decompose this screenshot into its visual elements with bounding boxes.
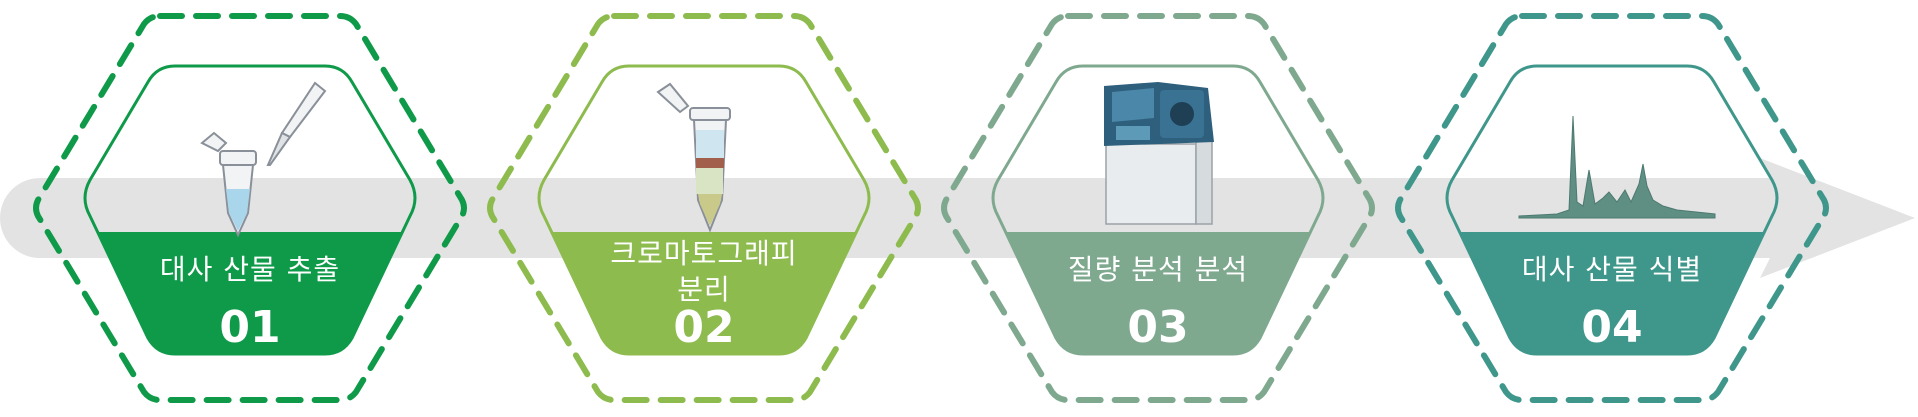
step-4-number: 04 — [1581, 302, 1643, 353]
spectrum-peaks-icon — [1518, 115, 1716, 219]
step-3-label: 질량 분석 분석 — [1067, 253, 1249, 286]
step-1: 대사 산물 추출 01 — [30, 8, 470, 408]
step-3-hexagon — [941, 13, 1375, 403]
step-4-label: 대사 산물 식별 — [1521, 253, 1703, 286]
tube-and-pipette-icon — [200, 81, 327, 238]
step-2-hexagon — [487, 13, 921, 403]
step-1-number: 01 — [219, 302, 281, 353]
step-1-label: 대사 산물 추출 — [159, 253, 341, 286]
step-2-number: 02 — [673, 302, 735, 353]
step-1-hexagon — [33, 13, 467, 403]
step-2: 크로마토그래피 분리 02 — [484, 8, 924, 408]
step-4: 대사 산물 식별 04 — [1392, 8, 1832, 408]
step-3-number: 03 — [1127, 302, 1189, 353]
separation-tube-icon — [656, 82, 731, 233]
step-4-hexagon — [1395, 13, 1829, 403]
step-2-label: 크로마토그래피 분리 — [610, 237, 798, 306]
mass-spectrometer-icon — [1104, 82, 1214, 225]
step-3: 질량 분석 분석 03 — [938, 8, 1378, 408]
